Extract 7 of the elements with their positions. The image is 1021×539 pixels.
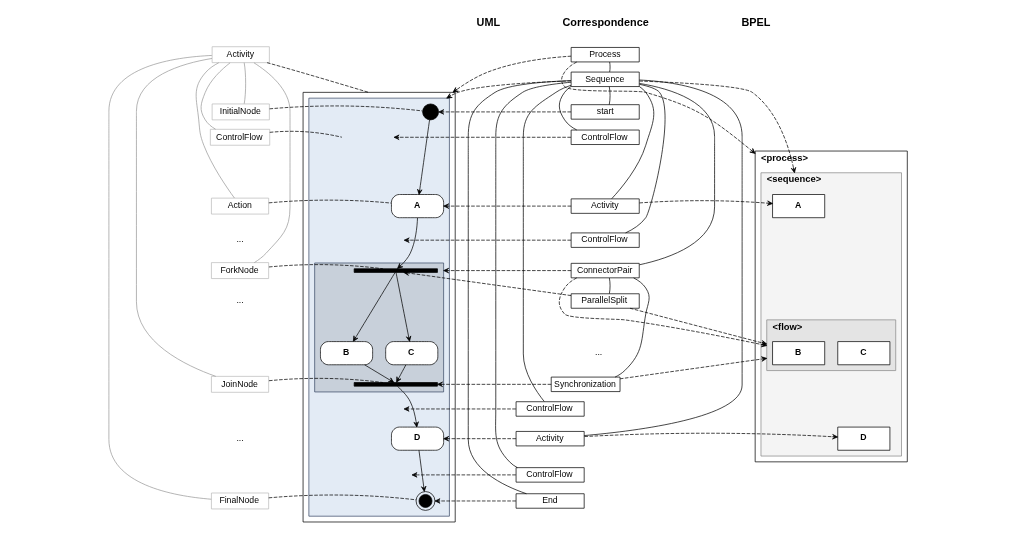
label: ... <box>235 295 244 306</box>
label: ... <box>235 234 244 245</box>
label: Correspondence <box>561 16 649 29</box>
label: BPEL <box>740 16 770 29</box>
label: ... <box>235 432 244 443</box>
label: ... <box>594 347 602 358</box>
label: UML <box>476 16 500 29</box>
